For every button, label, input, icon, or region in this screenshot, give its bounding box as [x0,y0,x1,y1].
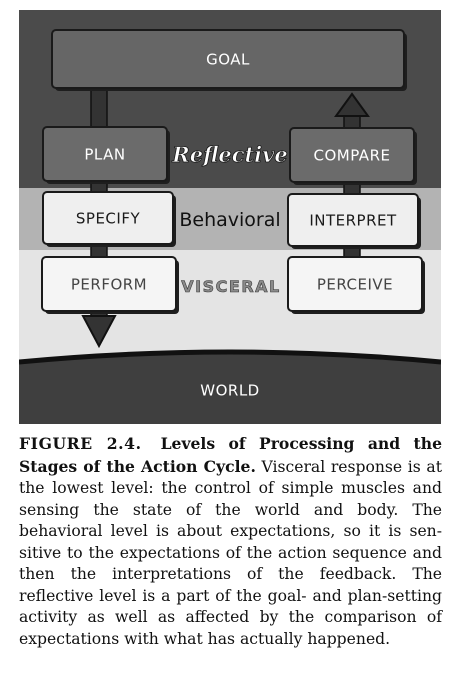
plan-box [42,126,168,182]
reflective-label: Reflective [171,142,287,167]
figure-caption: FIGURE 2.4. Levels of Processing and the… [19,433,442,650]
left-arrow-head [81,315,117,349]
goal-box [51,29,405,89]
visceral-label: VISCERAL [181,277,280,296]
interpret-box [287,193,419,247]
compare-box [289,127,415,183]
perceive-label: PERCEIVE [317,276,393,294]
perform-label: PERFORM [71,276,147,294]
perceive-box [287,256,423,312]
action-cycle-diagram: WORLD GOAL PLAN COMPARE SPECIFY INTERPRE… [19,10,441,424]
perform-box [41,256,177,312]
world-label: WORLD [200,382,259,400]
right-arrow-head [334,92,370,117]
caption-title: Levels of Processing and the Stages of t… [19,434,442,476]
plan-label: PLAN [84,146,125,164]
caption-body: Visceral response is at the lowest level… [19,457,442,648]
diagram-canvas: WORLD GOAL PLAN COMPARE SPECIFY INTERPRE… [19,10,441,424]
caption-label: FIGURE 2.4. [19,434,142,453]
specify-label: SPECIFY [76,210,141,228]
specify-box [42,191,174,245]
behavioral-label: Behavioral [179,209,280,231]
interpret-label: INTERPRET [309,212,397,230]
world-edge [19,349,441,365]
world-ground [19,352,441,424]
goal-label: GOAL [206,51,250,69]
compare-label: COMPARE [314,147,391,165]
